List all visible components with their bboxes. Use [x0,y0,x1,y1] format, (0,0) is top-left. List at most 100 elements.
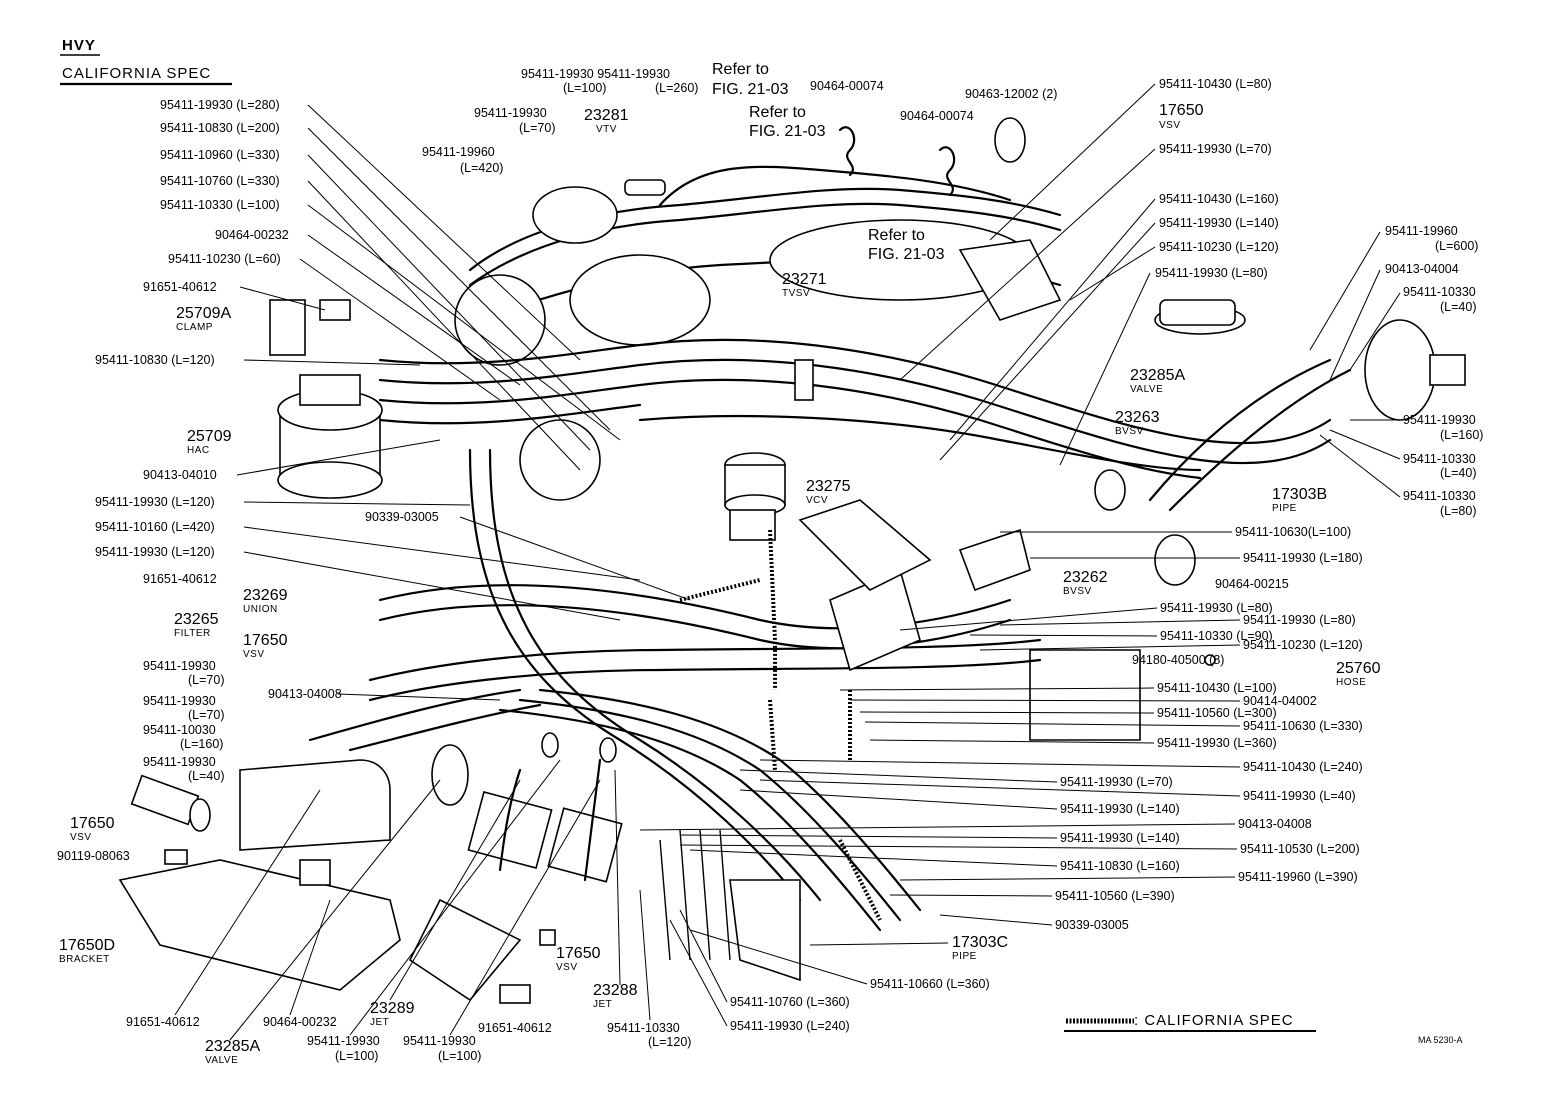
part-label-l55: 23269 [243,587,288,604]
part-label-l71: VSV [70,832,92,843]
part-label-l21: 90413-04004 [1385,262,1459,276]
part-label-l48: HAC [187,445,210,456]
part-label-l121: 23262 [1063,569,1108,586]
part-label-l61: 95411-19930 [143,659,216,673]
part-label-l84: (L=100) [438,1049,481,1063]
part-label-l22: 95411-10330 [1403,285,1476,299]
part-label-l100: 95411-19930 (L=140) [1060,831,1180,845]
part-label-l67: (L=160) [180,737,223,751]
part-label-l29: (L=160) [1440,428,1483,442]
part-label-l111: 90414-04002 [1243,694,1317,708]
figure-code: MA 5230-A [1418,1035,1463,1045]
part-label-l114: HOSE [1336,677,1366,688]
part-label-l108: 95411-19930 (L=360) [1157,736,1277,750]
part-label-l36: 95411-19930 (L=280) [160,98,280,112]
part-label-l89: 91651-40612 [478,1021,552,1035]
part-label-l77: VALVE [205,1055,238,1066]
part-label-l16: 95411-19930 (L=140) [1159,216,1279,230]
part-label-l125: 23275 [806,478,851,495]
model-code: HVY [62,37,96,54]
part-label-l83: 95411-19930 [403,1034,476,1048]
part-label-l129: Refer to [868,227,925,244]
part-label-l72: 90119-08063 [57,849,130,863]
part-label-l18: 95411-19930 (L=80) [1155,266,1268,280]
part-label-l15: 95411-10430 (L=160) [1159,192,1279,206]
part-label-l81: 95411-19930 [307,1034,380,1048]
part-label-l23: (L=40) [1440,300,1476,314]
part-label-l44: 25709A [176,305,231,322]
part-label-l32: 17303B [1272,486,1327,503]
part-label-l92: 95411-10760 (L=360) [730,995,850,1009]
part-label-l62: (L=70) [188,673,224,687]
part-label-l54: 91651-40612 [143,572,217,586]
part-label-l35: (L=80) [1440,504,1476,518]
part-label-l37: 95411-10830 (L=200) [160,121,280,135]
part-label-l46: 95411-10830 (L=120) [95,353,215,367]
part-label-l47: 25709 [187,428,232,445]
part-label-l126: VCV [806,495,828,506]
part-label-l49: 90413-04010 [143,468,217,482]
part-label-l65: (L=70) [188,708,224,722]
part-label-l118: 95411-19930 (L=80) [1243,613,1356,627]
part-label-l7: FIG. 21-03 [749,123,826,140]
part-label-l9: 90464-00074 [900,109,974,123]
part-label-l41: 90464-00232 [215,228,289,242]
part-label-l86: VSV [556,962,578,973]
part-label-l68: 95411-19930 [143,755,216,769]
part-label-l10: 90463-12002 (2) [965,87,1057,101]
part-label-l109: 95411-10630 (L=330) [1243,719,1363,733]
part-label-l42: 95411-10230 (L=60) [168,252,281,266]
part-label-l73: 17650D [59,937,115,954]
part-label-l60: VSV [243,649,265,660]
part-label-l75: 91651-40612 [126,1015,200,1029]
part-label-l4: Refer to [712,61,769,78]
part-label-l40: 95411-10330 (L=100) [160,198,280,212]
part-label-l102: 95411-19930 (L=70) [1060,775,1173,789]
part-label-l64: 95411-19930 [143,694,216,708]
legend: : CALIFORNIA SPEC [1064,1012,1316,1032]
part-label-l79: 23289 [370,1000,415,1017]
part-label-l43: 91651-40612 [143,280,217,294]
part-label-l87: 23288 [593,982,638,999]
part-label-l128: TVSV [782,288,810,299]
part-label-l134: (L=70) [519,121,555,135]
part-label-l95: 17303C [952,934,1008,951]
part-label-l101: 95411-19930 (L=140) [1060,802,1180,816]
leader-lines [174,83,1401,1041]
part-label-l132: VTV [596,124,617,135]
part-label-l28: 95411-19930 [1403,413,1476,427]
part-label-l91: (L=120) [648,1035,691,1049]
part-label-l82: (L=100) [335,1049,378,1063]
part-label-l12: 17650 [1159,102,1204,119]
part-label-l5: FIG. 21-03 [712,81,789,98]
part-label-l59: 17650 [243,632,288,649]
part-label-l115: 94180-40500 (8) [1132,653,1224,667]
part-label-l31: (L=40) [1440,466,1476,480]
part-label-l107: 95411-10430 (L=240) [1243,760,1363,774]
part-label-l27: BVSV [1115,426,1144,437]
engine-block-drawing [118,117,1466,1004]
part-label-l85: 17650 [556,945,601,962]
part-label-l105: 90413-04008 [1238,817,1312,831]
part-label-l50: 95411-19930 (L=120) [95,495,215,509]
part-label-l38: 95411-10960 (L=330) [160,148,280,162]
part-label-l70: 17650 [70,815,115,832]
part-label-l119: 95411-19930 (L=80) [1160,601,1273,615]
part-label-l116: 95411-10230 (L=120) [1243,638,1363,652]
part-label-l34: 95411-10330 [1403,489,1476,503]
part-label-l14: 95411-19930 (L=70) [1159,142,1272,156]
part-label-l52: 95411-10160 (L=420) [95,520,215,534]
part-label-l2: (L=100) [563,81,606,95]
part-label-l131: 23281 [584,107,629,124]
part-label-l120: 90464-00215 [1215,577,1289,591]
part-label-l11: 95411-10430 (L=80) [1159,77,1272,91]
part-label-l98: 95411-10560 (L=390) [1055,889,1175,903]
part-label-l136: (L=420) [460,161,503,175]
part-label-l53: 95411-19930 (L=120) [95,545,215,559]
part-label-l76: 23285A [205,1038,260,1055]
part-label-l30: 95411-10330 [1403,452,1476,466]
part-label-l104: 95411-10530 (L=200) [1240,842,1360,856]
part-label-l8: 90464-00074 [810,79,884,93]
